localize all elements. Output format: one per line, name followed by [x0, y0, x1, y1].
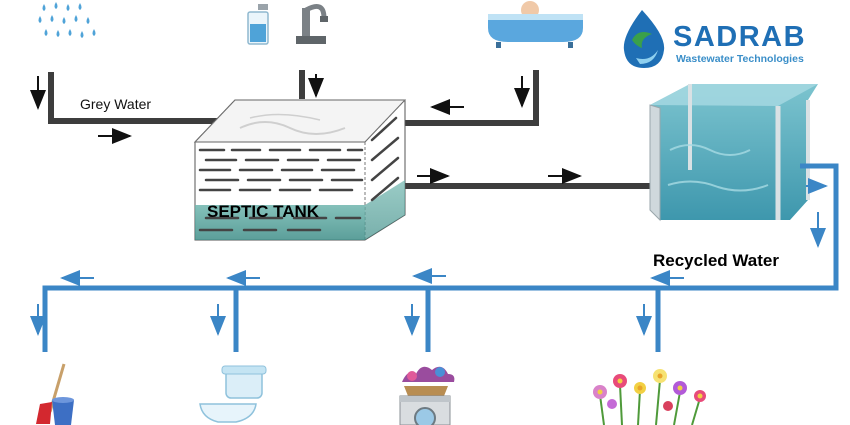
septic-tank: [193, 99, 407, 241]
flowers-icon: [593, 369, 706, 425]
recycled-flow-arrows: [30, 178, 828, 336]
toilet-icon: [199, 365, 267, 423]
recycled-water-tank: [649, 84, 818, 222]
recycled-water-label: Recycled Water: [653, 251, 779, 270]
water-drop-swirl-icon: [623, 10, 665, 68]
shower-icon: [38, 2, 96, 38]
logo-name: SADRAB: [673, 21, 806, 53]
grey-flow-arrows: [30, 74, 582, 184]
grey-water-label: Grey Water: [80, 96, 151, 112]
pipe-from-recycled-tank: [42, 163, 839, 352]
pipe-from-bathtub: [378, 70, 539, 126]
recycled-water-pipes: [42, 163, 839, 352]
grey-water-pipes: [48, 70, 652, 189]
logo-tagline: Wastewater Technologies: [676, 53, 804, 65]
sadrab-logo: SADRAB Wastewater Technologies: [623, 10, 806, 68]
septic-tank-label: SEPTIC TANK: [207, 202, 320, 221]
washing-machine-icon: [399, 366, 455, 425]
pipe-from-shower: [48, 72, 233, 124]
bathtub-icon: [488, 1, 583, 48]
mop-bucket-icon: [36, 363, 74, 425]
glass-and-faucet-icon: [247, 3, 328, 45]
